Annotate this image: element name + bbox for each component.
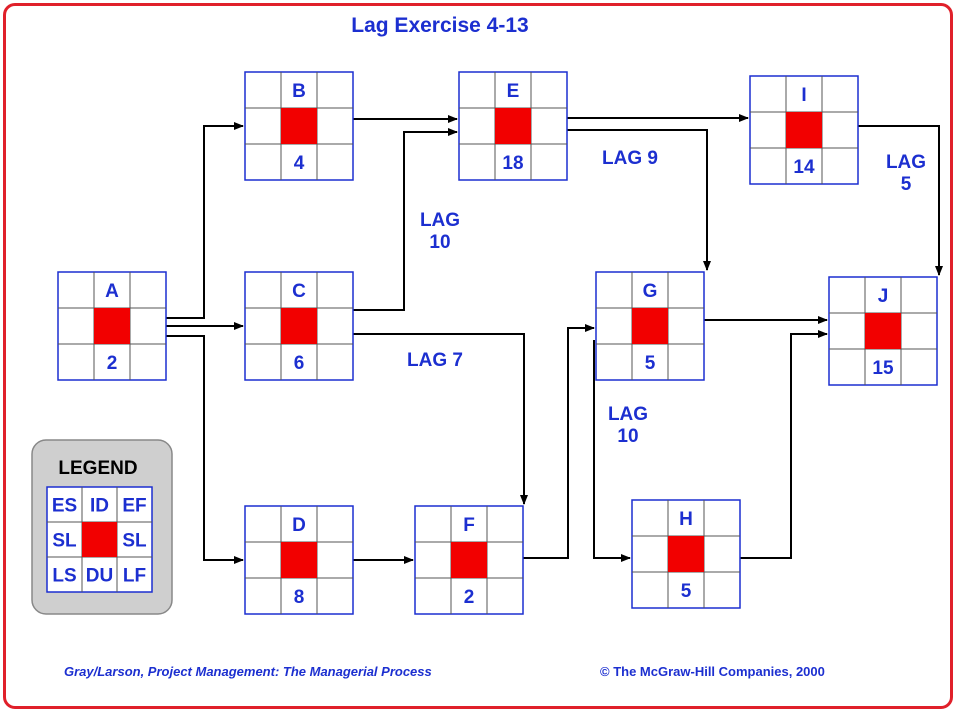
node-duration: 5 [681, 581, 692, 602]
legend-title: LEGEND [58, 458, 137, 479]
footer-copyright: © The McGraw-Hill Companies, 2000 [600, 664, 825, 679]
node-duration: 4 [294, 153, 305, 174]
lag-label-e-g: LAG 9 [602, 148, 658, 169]
edge-c-f [353, 333, 528, 505]
edges-layer [166, 114, 943, 564]
node-label: E [507, 81, 520, 102]
legend-cell-lf: LF [123, 566, 146, 587]
edge-a-d [166, 335, 244, 564]
node-label: J [878, 286, 889, 307]
node-h: H5 [631, 499, 741, 609]
edge-a-b [166, 122, 244, 319]
node-label: G [643, 281, 658, 302]
node-f: F2 [414, 505, 524, 615]
node-g: G5 [595, 271, 705, 381]
node-d: D8 [244, 505, 354, 615]
node-duration: 8 [294, 587, 305, 608]
edge-h-j [740, 330, 828, 559]
legend: LEGEND ES ID EF SL SL LS DU LF [31, 439, 173, 615]
legend-cell-sl: SL [52, 531, 77, 552]
legend-cell-id: ID [90, 496, 109, 517]
node-label: A [105, 281, 119, 302]
legend-cell-ef: EF [122, 496, 146, 517]
lag-label-c-f: LAG 7 [407, 350, 463, 371]
node-a: A2 [57, 271, 167, 381]
node-label: C [292, 281, 306, 302]
edge-f-h [593, 340, 631, 562]
node-duration: 5 [645, 353, 656, 374]
node-label: I [801, 85, 806, 106]
node-duration: 15 [872, 358, 894, 379]
legend-cell-sl: SL [122, 531, 147, 552]
node-label: B [292, 81, 306, 102]
node-e: E 18 [458, 71, 568, 181]
node-b: B4 [244, 71, 354, 181]
edge-e-g [567, 129, 711, 271]
edge-f-g [523, 324, 595, 559]
node-label: H [679, 509, 693, 530]
node-duration: 18 [502, 153, 523, 174]
node-c: C6 [244, 271, 354, 381]
node-label: D [292, 515, 306, 536]
node-duration: 6 [294, 353, 305, 374]
node-duration: 14 [793, 157, 815, 178]
node-duration: 2 [464, 587, 475, 608]
legend-cell-du: DU [86, 566, 113, 587]
node-duration: 2 [107, 353, 118, 374]
legend-cell-es: ES [52, 496, 77, 517]
legend-cell-ls: LS [52, 566, 76, 587]
footer-citation: Gray/Larson, Project Management: The Man… [64, 664, 432, 679]
node-i: I 14 [749, 75, 859, 185]
edge-c-e [353, 128, 458, 311]
slide-frame [3, 3, 953, 709]
node-label: F [463, 515, 475, 536]
page-title: Lag Exercise 4-13 [351, 14, 529, 37]
edge-i-j [858, 125, 943, 276]
node-j: J 15 [828, 276, 938, 386]
